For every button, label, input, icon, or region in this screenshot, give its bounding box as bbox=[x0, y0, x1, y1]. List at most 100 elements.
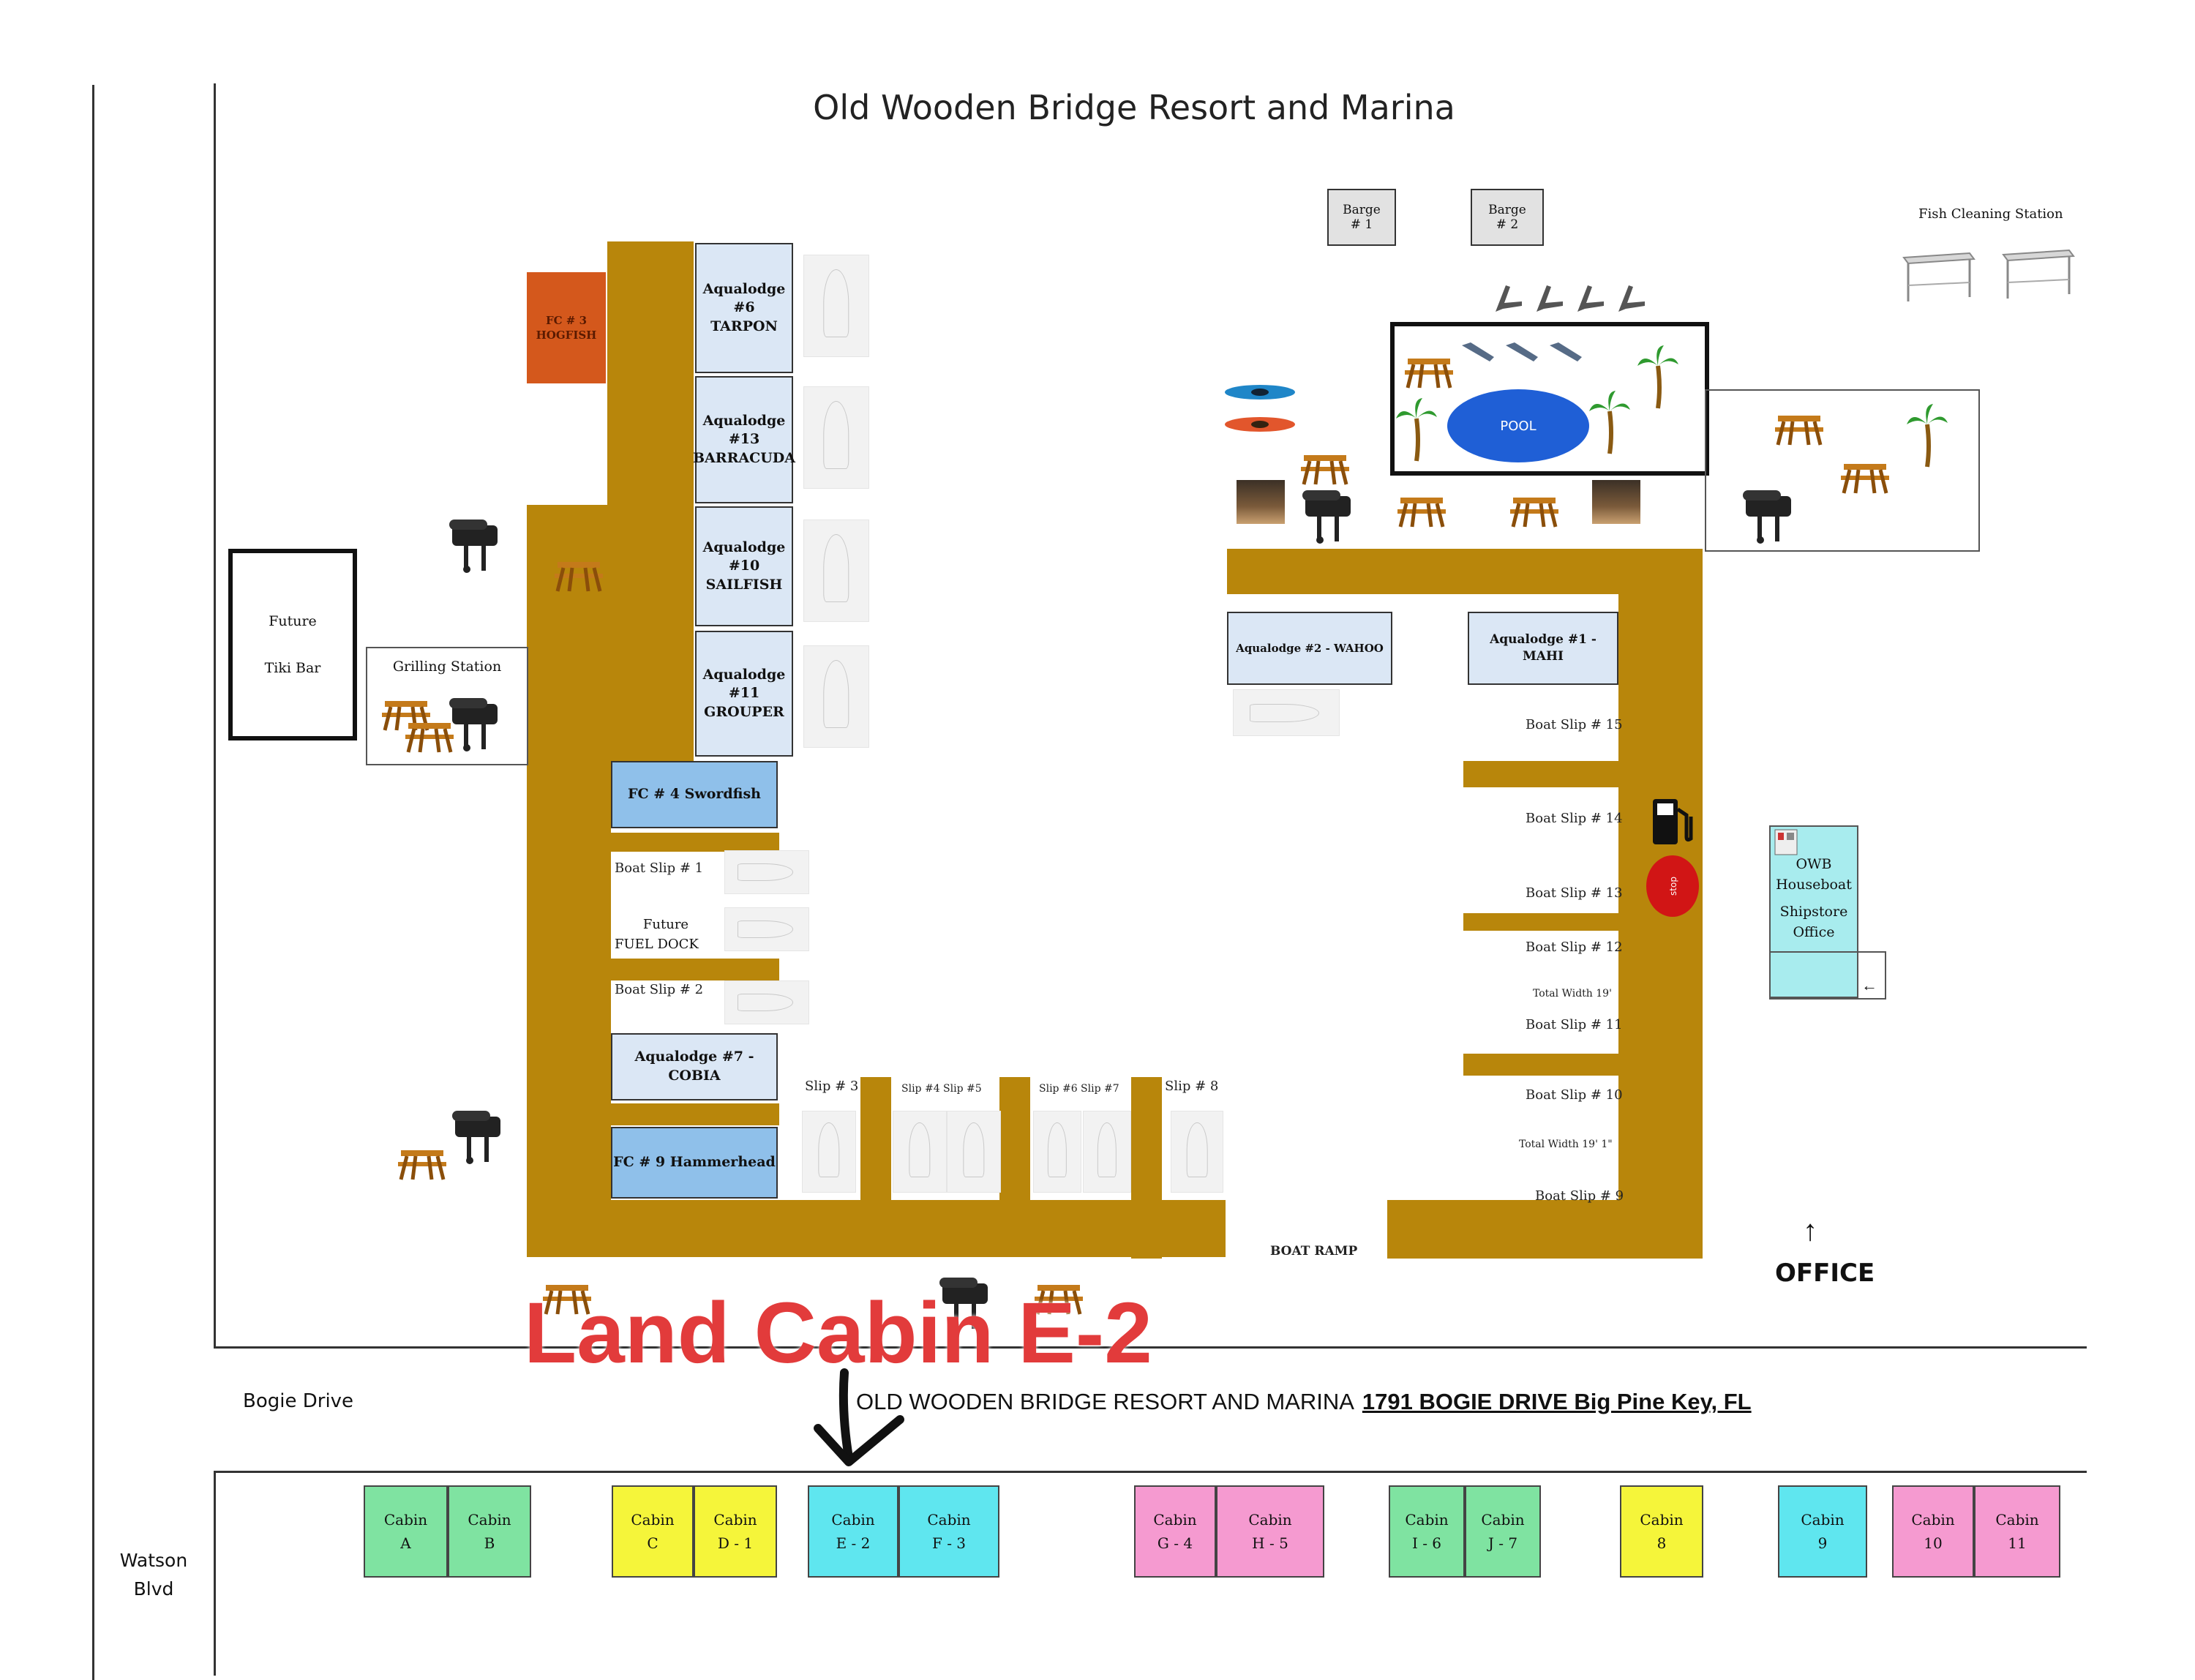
cabin-word: Cabin bbox=[1640, 1511, 1684, 1529]
boat-slip-14-label: Boat Slip # 14 bbox=[1526, 811, 1623, 826]
grilling-station[interactable]: Grilling Station bbox=[366, 647, 528, 765]
boat-slip-13-label: Boat Slip # 13 bbox=[1526, 885, 1623, 901]
fc9-hammerhead[interactable]: FC # 9 Hammerhead bbox=[611, 1127, 778, 1199]
cabin-id: 10 bbox=[1924, 1534, 1943, 1552]
future-fuel-dock-label: Future FUEL DOCK bbox=[615, 915, 717, 954]
blvd-line: Blvd bbox=[133, 1578, 174, 1600]
pool-label: POOL bbox=[1500, 418, 1536, 434]
picnic-table-icon bbox=[1403, 353, 1455, 393]
fc3-hogfish[interactable]: FC # 3 HOGFISH bbox=[527, 272, 606, 383]
dock-east-finger-2 bbox=[1463, 913, 1618, 931]
fc3-subname: HOGFISH bbox=[536, 329, 597, 342]
boat-icon bbox=[1083, 1111, 1131, 1193]
boat-slip-12-label: Boat Slip # 12 bbox=[1526, 940, 1623, 955]
cabin-word: Cabin bbox=[927, 1511, 971, 1529]
boat-icon bbox=[802, 1111, 856, 1193]
office-arrow: ↑ bbox=[1803, 1215, 1817, 1247]
cabin-label: Cabin 9 bbox=[1801, 1508, 1844, 1555]
cabin-word: Cabin bbox=[631, 1511, 675, 1529]
cabin-word: Cabin bbox=[1153, 1511, 1197, 1529]
cabin-id: 9 bbox=[1817, 1534, 1828, 1552]
boat-icon bbox=[724, 980, 809, 1024]
barge-1[interactable]: Barge # 1 bbox=[1327, 189, 1396, 246]
cabin-8[interactable]: Cabin 8 bbox=[1620, 1485, 1703, 1578]
pool-enclosure bbox=[1390, 322, 1709, 476]
cabin-9[interactable]: Cabin 9 bbox=[1778, 1485, 1867, 1578]
grilling-station-label: Grilling Station bbox=[392, 659, 502, 675]
dock-post-slip3 bbox=[860, 1077, 891, 1201]
lodge-name: GROUPER bbox=[704, 703, 784, 720]
fc4-swordfish[interactable]: FC # 4 Swordfish bbox=[611, 761, 778, 828]
boat-icon bbox=[803, 386, 869, 489]
palm-tree-icon bbox=[1636, 344, 1680, 413]
aqualodge-6-tarpon[interactable]: Aqualodge #6 TARPON bbox=[695, 243, 793, 373]
pool[interactable]: POOL bbox=[1447, 389, 1589, 462]
lounge-chair-icon bbox=[1548, 341, 1585, 367]
lodge-label: Aqualodge bbox=[702, 280, 786, 297]
cabin-id: E - 2 bbox=[836, 1534, 871, 1552]
lounge-chair-icon bbox=[1504, 341, 1541, 367]
aqualodge-11-grouper[interactable]: Aqualodge #11 GROUPER bbox=[695, 631, 793, 757]
aqualodge-10-sailfish[interactable]: Aqualodge #10 SAILFISH bbox=[695, 506, 793, 626]
fish-cleaning-table-icon bbox=[2000, 243, 2076, 305]
aqualodge-2-wahoo[interactable]: Aqualodge #2 - WAHOO bbox=[1227, 612, 1392, 685]
future-tiki-bar[interactable]: Future Tiki Bar bbox=[228, 549, 357, 740]
cabin-word: Cabin bbox=[1801, 1511, 1845, 1529]
slip-6-7-label: Slip #6 Slip #7 bbox=[1039, 1083, 1119, 1095]
aqualodge-7-cobia[interactable]: Aqualodge #7 - COBIA bbox=[611, 1033, 778, 1100]
lodge-name: BARRACUDA bbox=[692, 449, 796, 466]
boat-icon bbox=[724, 907, 809, 951]
adirondack-chair-icon bbox=[1575, 282, 1607, 318]
barge-2[interactable]: Barge # 2 bbox=[1471, 189, 1544, 246]
watson-blvd-label: Watson Blvd bbox=[110, 1547, 198, 1604]
cabin-i6[interactable]: Cabin I - 6 bbox=[1389, 1485, 1465, 1578]
no-wake-sign-icon: stop bbox=[1645, 855, 1700, 921]
lodge-name: SAILFISH bbox=[705, 576, 783, 593]
cabin-id: 8 bbox=[1656, 1534, 1667, 1552]
dock-south-main bbox=[527, 1200, 1226, 1257]
cabin-label: Cabin I - 6 bbox=[1405, 1508, 1448, 1555]
cabin-10[interactable]: Cabin 10 bbox=[1892, 1485, 1974, 1578]
cabin-word: Cabin bbox=[1911, 1511, 1955, 1529]
boat-icon bbox=[803, 255, 869, 357]
grill-icon bbox=[1741, 483, 1803, 548]
boat-slip-10-label: Boat Slip # 10 bbox=[1526, 1087, 1623, 1103]
cabin-word: Cabin bbox=[1995, 1511, 2039, 1529]
dock-west-main bbox=[527, 505, 611, 1257]
cabin-id: I - 6 bbox=[1411, 1534, 1442, 1552]
aqualodge-1-mahi[interactable]: Aqualodge #1 - MAHI bbox=[1468, 612, 1618, 685]
aqualodge-13-barracuda[interactable]: Aqualodge #13 BARRACUDA bbox=[692, 376, 796, 503]
boat-icon bbox=[803, 645, 869, 748]
grill-icon bbox=[448, 691, 509, 756]
barge-label: Barge bbox=[1488, 202, 1526, 217]
fc3-name: FC # 3 bbox=[545, 313, 588, 327]
shipstore-line3: Shipstore bbox=[1779, 904, 1848, 920]
picnic-table-icon bbox=[404, 717, 455, 757]
grill-icon bbox=[938, 1270, 999, 1335]
dock-east-finger-3 bbox=[1463, 1054, 1618, 1076]
lodge-label: Aqualodge bbox=[702, 412, 786, 429]
cabin-label: Cabin 8 bbox=[1640, 1508, 1683, 1555]
cabin-f3[interactable]: Cabin F - 3 bbox=[898, 1485, 999, 1578]
adirondack-chair-icon bbox=[1534, 282, 1566, 318]
shipstore-entrance-arrow: ← bbox=[1861, 976, 1877, 994]
cabin-label: Cabin F - 3 bbox=[927, 1508, 970, 1555]
picnic-table-icon bbox=[380, 695, 432, 735]
cabin-id: F - 3 bbox=[931, 1534, 967, 1552]
tiki-bar-label: Tiki Bar bbox=[264, 660, 321, 676]
cabin-word: Cabin bbox=[468, 1511, 511, 1529]
cabin-word: Cabin bbox=[1405, 1511, 1449, 1529]
boat-slip-15-label: Boat Slip # 15 bbox=[1526, 717, 1623, 732]
